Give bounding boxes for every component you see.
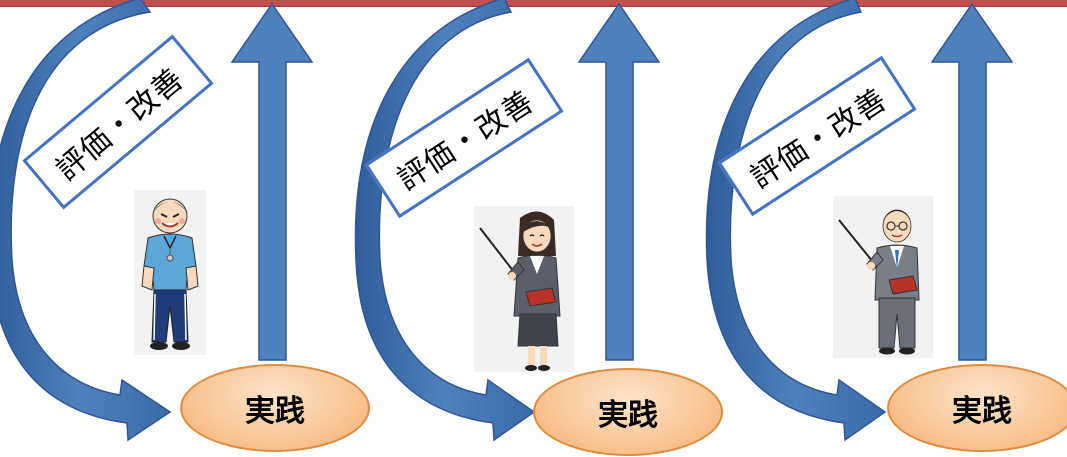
male-teacher-icon (833, 196, 933, 358)
cycle-panel-3: 評価・改善 実践 (705, 0, 1067, 457)
practice-label: 実践 (952, 394, 1012, 429)
practice-oval: 実践 (180, 364, 370, 452)
curved-arrow-icon (0, 0, 172, 442)
curved-arrow-icon (354, 0, 536, 442)
practice-oval: 実践 (887, 364, 1067, 452)
cycle-panel-1: 評価・改善 実践 (0, 0, 370, 457)
up-arrow-icon (930, 2, 1014, 361)
top-border-line (0, 0, 1067, 7)
practice-label: 実践 (245, 394, 305, 429)
pe-teacher-icon (134, 190, 206, 355)
cycle-panel-2: 評価・改善 (354, 0, 723, 457)
practice-label: 実践 (598, 398, 658, 433)
practice-oval: 実践 (533, 368, 723, 456)
cycle-arrows-1 (0, 0, 314, 442)
up-arrow-icon (230, 2, 314, 361)
up-arrow-icon (577, 2, 661, 361)
cycle-arrows-2 (354, 0, 661, 442)
female-teacher-icon (474, 206, 574, 372)
